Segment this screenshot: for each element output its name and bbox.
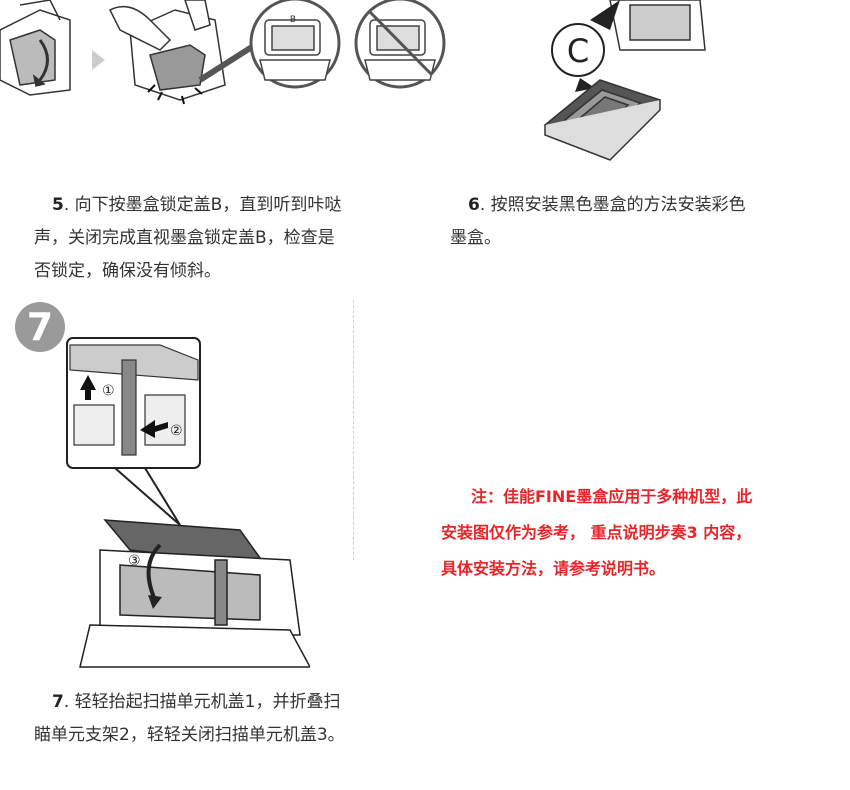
- step5-line2: 声，关闭完成直视墨盒锁定盖B，检查是: [34, 228, 335, 248]
- step7-line1: . 轻轻抬起扫描单元机盖1，并折叠扫: [63, 692, 341, 712]
- step7-badge: 7: [15, 302, 65, 352]
- install-note: 注：佳能FINE墨盒应用于多种机型，此 安装图仅作为参考， 重点说明步奏3 内容…: [441, 479, 841, 587]
- step7-text: 7. 轻轻抬起扫描单元机盖1，并折叠扫 瞄单元支架2，轻轻关闭扫描单元机盖3。: [34, 686, 414, 752]
- step7-illustration: ① ② ③: [60, 335, 310, 670]
- step7-number: 7: [52, 692, 64, 712]
- b-label: B: [290, 15, 296, 25]
- note-line3: 具体安装方法，请参考说明书。: [441, 559, 666, 578]
- marker-1: ①: [102, 383, 115, 399]
- step6-number: 6: [468, 195, 480, 215]
- note-line1: 注：佳能FINE墨盒应用于多种机型，此: [471, 487, 753, 506]
- step5-line1: . 向下按墨盒锁定盖B，直到听到咔哒: [63, 195, 342, 215]
- step5-number: 5: [52, 195, 64, 215]
- step6-illustration: C: [540, 0, 710, 170]
- step7-line2: 瞄单元支架2，轻轻关闭扫描单元机盖3。: [34, 725, 345, 745]
- marker-3: ③: [128, 553, 141, 569]
- step5-line3: 否锁定，确保没有倾斜。: [34, 261, 221, 281]
- marker-2: ②: [170, 423, 183, 439]
- step6-line1: . 按照安装黑色墨盒的方法安装彩色: [479, 195, 746, 215]
- step5-text: 5. 向下按墨盒锁定盖B，直到听到咔哒 声，关闭完成直视墨盒锁定盖B，检查是 否…: [34, 189, 414, 288]
- note-line2: 安装图仅作为参考， 重点说明步奏3 内容，: [441, 523, 752, 542]
- c-label: C: [567, 32, 589, 70]
- step6-line2: 墨盒。: [450, 228, 501, 248]
- column-divider: [353, 300, 354, 560]
- step6-text: 6. 按照安装黑色墨盒的方法安装彩色 墨盒。: [450, 189, 830, 255]
- step5-illustration: B: [0, 0, 450, 110]
